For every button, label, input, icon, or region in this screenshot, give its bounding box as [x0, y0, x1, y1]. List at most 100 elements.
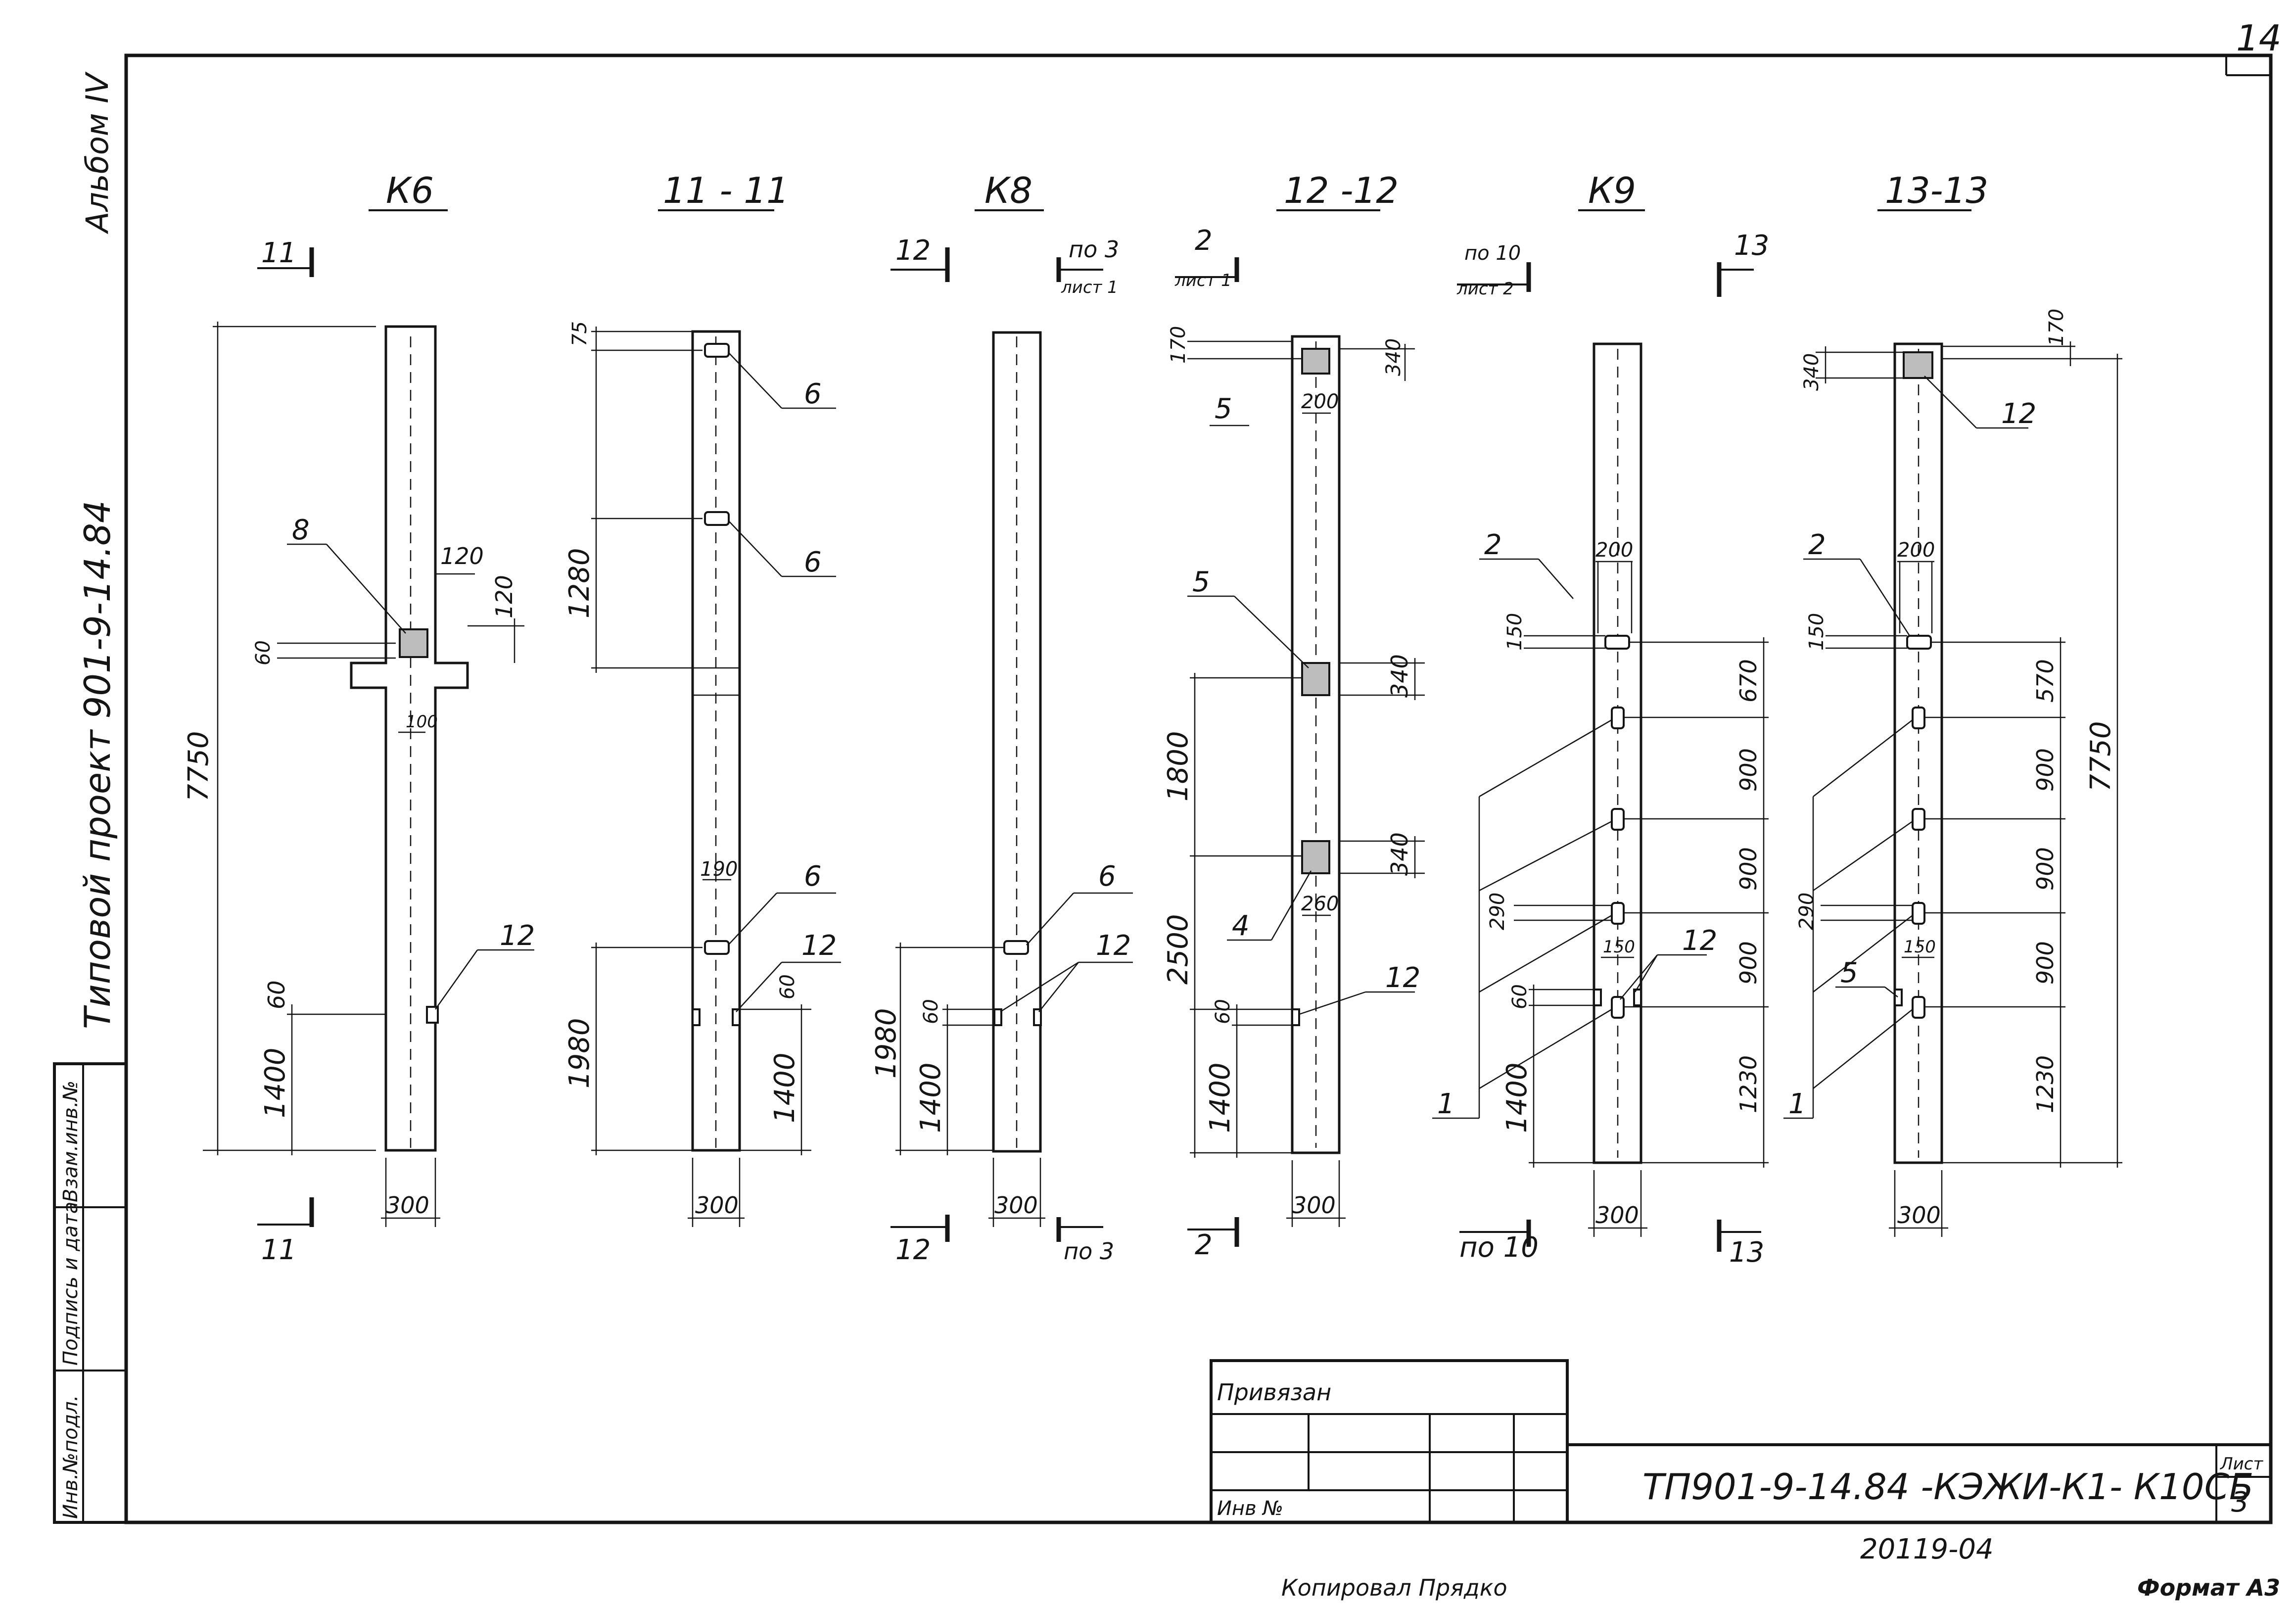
s13-dim-w: 300: [1897, 1202, 1941, 1229]
s13-callout-1: 1: [1788, 1088, 1806, 1120]
s11-dim-bot: 1400: [769, 1052, 801, 1123]
k9-section-bot: 13: [1729, 1236, 1764, 1269]
k9-ref-sheet: лист 2: [1456, 279, 1514, 299]
k9-dim-off: 60: [1508, 984, 1531, 1009]
k9-dim-gap: 290: [1486, 893, 1509, 930]
k9-ref: по 10: [1464, 242, 1521, 265]
s11-callout-6b: 6: [804, 546, 822, 578]
s12-dim-h1: 340: [1382, 338, 1405, 376]
k6-dim-pl-off: 120: [491, 575, 517, 618]
view-s11: 11 - 11 75 1280 1980 1400 60 190 300: [563, 170, 841, 1227]
s12-ref: 2: [1195, 225, 1213, 257]
s13-dim-top: 170: [2045, 309, 2068, 346]
s12-callout-5b: 5: [1192, 566, 1210, 598]
s12-dim-d1: 1800: [1162, 731, 1194, 802]
s12-dim-d2: 2500: [1162, 914, 1194, 985]
s11-callout-12: 12: [801, 930, 837, 962]
k9-dim-bot: 1400: [1501, 1062, 1533, 1133]
s12-callout-12: 12: [1385, 962, 1420, 994]
k9-dim-d2: 900: [1735, 748, 1762, 792]
s11-dim-top: 75: [568, 321, 591, 346]
k9-section-top: 13: [1734, 230, 1769, 262]
s13-dim-total: 7750: [2085, 721, 2117, 792]
s13-dim-h1: 340: [1800, 353, 1823, 391]
k8-section-bot: 12: [895, 1234, 931, 1266]
view-k9: К9 по 10 лист 2 13 200 150 670 9: [1432, 170, 1769, 1269]
sheet-frame: [124, 53, 2273, 1524]
s13-dim-d2: 900: [2032, 748, 2059, 792]
k8-ref-sheet: лист 1: [1061, 278, 1118, 297]
k9-dim-d5: 1230: [1735, 1055, 1762, 1113]
k6-dim-w: 300: [386, 1192, 429, 1219]
s12-callout-5a: 5: [1215, 393, 1232, 425]
stamp-inv-orig: Инв.№подл.: [59, 1395, 82, 1519]
k8-callout-12: 12: [1096, 930, 1131, 962]
s12-ref-bot: 2: [1195, 1229, 1213, 1261]
s12-dim-h2: 340: [1386, 654, 1413, 698]
s11-dim-d2: 1980: [563, 1018, 596, 1088]
s13-callout-2: 2: [1808, 529, 1826, 561]
s12-title: 12 -12: [1284, 170, 1399, 211]
k8-dim-w: 300: [994, 1192, 1038, 1219]
k8-section-top: 12: [895, 235, 931, 267]
k8-dim-d1: 1980: [870, 1008, 902, 1079]
s12-dim-w2: 260: [1301, 893, 1339, 915]
s13-dim-ph: 150: [1805, 613, 1828, 651]
k8-callout-6: 6: [1098, 860, 1116, 893]
s12-callout-4: 4: [1232, 910, 1250, 942]
view-k8: К8 12 по 3 лист 1 1980 60 1400 300 12 п: [870, 170, 1133, 1266]
k6-dim-off: 60: [263, 980, 290, 1009]
page-number: 14: [2236, 17, 2282, 59]
bound-label: Привязан: [1217, 1379, 1331, 1406]
s13-dim-pw: 200: [1897, 539, 1935, 562]
view-k6: К6 11 11 7750 1400 60 300 60 120 120 100: [183, 170, 535, 1266]
sheet-number: 3: [2231, 1486, 2249, 1518]
side-stamp: Взам.инв.№ Подпись и дата Инв.№подл.: [53, 1062, 128, 1524]
k6-callout-12: 12: [500, 920, 535, 952]
inv-label: Инв №: [1217, 1497, 1283, 1520]
project-title: Типовой проект 901-9-14.84: [77, 500, 118, 1029]
s11-callout-6a: 6: [804, 378, 822, 410]
k9-dim-ph: 150: [1503, 613, 1526, 651]
s13-dim-gap: 290: [1795, 893, 1818, 930]
k8-dim-off: 60: [920, 999, 942, 1024]
format-label: Формат А3: [2137, 1574, 2280, 1601]
s12-dim-top: 170: [1167, 326, 1190, 364]
k9-title: К9: [1588, 170, 1636, 211]
k6-callout-8: 8: [292, 514, 310, 546]
k8-ref: по 3: [1069, 236, 1119, 263]
k8-ref-bot: по 3: [1064, 1238, 1114, 1265]
k9-dim-w: 300: [1595, 1202, 1639, 1229]
s13-dim-d3: 900: [2032, 847, 2059, 891]
s13-dim-d1: 570: [2032, 659, 2059, 703]
stamp-replaces-inv: Взам.инв.№: [59, 1081, 82, 1202]
k6-dim-gap: 100: [406, 712, 438, 732]
s11-dim-pw: 190: [700, 858, 738, 881]
copied-by: Копировал Прядко: [1281, 1574, 1507, 1601]
s11-callout-6c: 6: [804, 860, 822, 893]
s11-dim-off: 60: [776, 974, 799, 999]
s11-dim-w: 300: [695, 1192, 739, 1219]
k9-dim-pw: 200: [1595, 539, 1633, 562]
s12-dim-h3: 340: [1386, 832, 1413, 876]
k6-title: К6: [386, 170, 434, 211]
k9-dim-d3: 900: [1735, 847, 1762, 891]
k6-dim-total: 7750: [183, 731, 215, 802]
s13-dim-d5: 1230: [2032, 1055, 2059, 1113]
s12-dim-d3: 1400: [1204, 1062, 1236, 1133]
s13-title: 13-13: [1885, 170, 1988, 211]
stamp-signature-date: Подпись и дата: [59, 1202, 82, 1366]
view-s12: 12 -12 2 лист 1 170 5 200 340 1800 2500 …: [1162, 170, 1425, 1261]
k6-section-top: 11: [261, 237, 296, 269]
k9-ref-bot: по 10: [1459, 1231, 1539, 1264]
s13-callout-5: 12: [2001, 398, 2036, 430]
s11-dim-d1: 1280: [563, 548, 596, 618]
k9-dim-gap2: 150: [1603, 937, 1635, 957]
k9-callout-12: 12: [1682, 925, 1717, 957]
k8-title: К8: [984, 170, 1032, 211]
sheet-label: Лист: [2219, 1454, 2263, 1474]
s13-dim-d4: 900: [2032, 941, 2059, 985]
s13-dim-gap2: 150: [1904, 937, 1936, 957]
k9-dim-d1: 670: [1735, 659, 1762, 703]
k9-dim-d4: 900: [1735, 941, 1762, 985]
